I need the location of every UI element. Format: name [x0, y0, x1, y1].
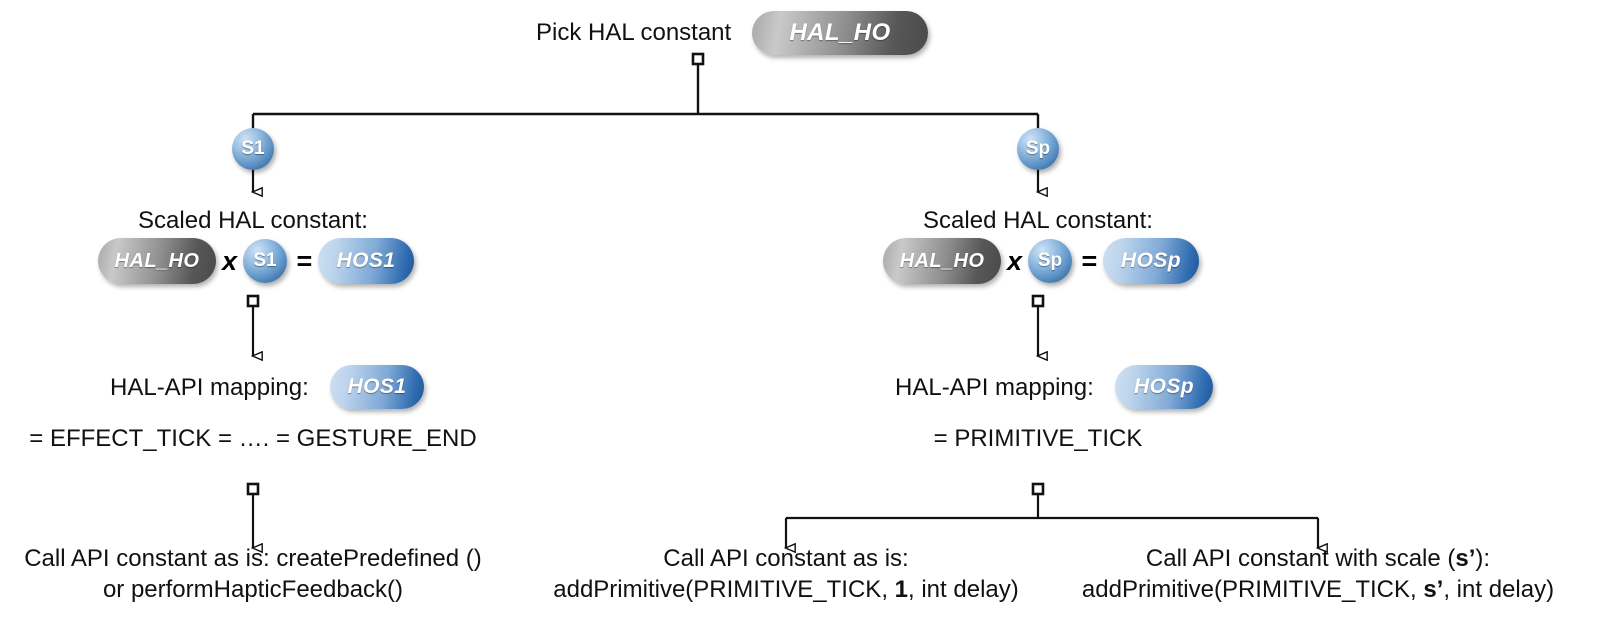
wire-left-scaled-to-mapping [246, 294, 258, 356]
left-scaled-caption: Scaled HAL constant: [138, 207, 368, 234]
right-leaf1-line2: addPrimitive(PRIMITIVE_TICK, 1, int dela… [536, 574, 1036, 605]
left-mapping-token: HOS1 [330, 365, 424, 409]
right-scaled-factor-badge: Sp [1028, 239, 1072, 283]
right-leaf2-line1: Call API constant with scale (s’): [1068, 543, 1568, 574]
right-leaf1-line2-prefix: addPrimitive(PRIMITIVE_TICK, [553, 576, 895, 603]
right-equals-symbol: = [1081, 246, 1097, 276]
right-times-symbol: x [1007, 246, 1023, 276]
right-mapping-expression: = PRIMITIVE_TICK [933, 425, 1143, 452]
right-leaf2-line2-suffix: , int delay) [1443, 576, 1555, 603]
right-leaf1-line2-suffix: , int delay) [908, 576, 1019, 603]
right-scaled-caption: Scaled HAL constant: [923, 207, 1153, 234]
left-scaled-result-token: HOS1 [318, 238, 414, 284]
wire-right-mapping-to-leaves [786, 482, 1318, 548]
left-times-symbol: x [222, 246, 238, 276]
right-leaf1-line2-bold: 1 [894, 576, 909, 603]
right-leaf2-line2-bold: s’ [1423, 576, 1444, 603]
root-token-hal-ho: HAL_HO [752, 11, 928, 55]
right-leaf1-line1: Call API constant as is: [663, 545, 909, 572]
right-mapping-caption: HAL-API mapping: [895, 374, 1094, 401]
branch-badge-sp: Sp [1017, 128, 1059, 170]
right-leaf2-line1-prefix: Call API constant with scale ( [1145, 545, 1456, 572]
left-scaled-base-token: HAL_HO [98, 238, 216, 284]
left-mapping-expression: = EFFECT_TICK = …. = GESTURE_END [29, 425, 477, 452]
wire-root-to-split [251, 52, 1040, 130]
left-equals-symbol: = [296, 246, 312, 276]
left-leaf-line2: or performHapticFeedback() [102, 576, 404, 603]
right-scaled-result-token: HOSp [1103, 238, 1199, 284]
left-scaled-factor-badge: S1 [243, 239, 287, 283]
branch-badge-s1: S1 [232, 128, 274, 170]
left-leaf-line1: Call API constant as is: createPredefine… [24, 545, 482, 572]
right-mapping-token: HOSp [1115, 365, 1213, 409]
left-mapping-caption: HAL-API mapping: [110, 374, 309, 401]
right-leaf2-line2: addPrimitive(PRIMITIVE_TICK, s’, int del… [1068, 574, 1568, 605]
root-label: Pick HAL constant [536, 19, 732, 46]
wire-right-scaled-to-mapping [1031, 294, 1043, 356]
right-leaf2-line1-bold: s’ [1455, 545, 1476, 572]
right-scaled-base-token: HAL_HO [883, 238, 1001, 284]
wire-left-mapping-to-leaf [246, 482, 258, 548]
right-leaf2-line1-suffix: ): [1475, 545, 1491, 572]
right-leaf2-line2-prefix: addPrimitive(PRIMITIVE_TICK, [1081, 576, 1424, 603]
